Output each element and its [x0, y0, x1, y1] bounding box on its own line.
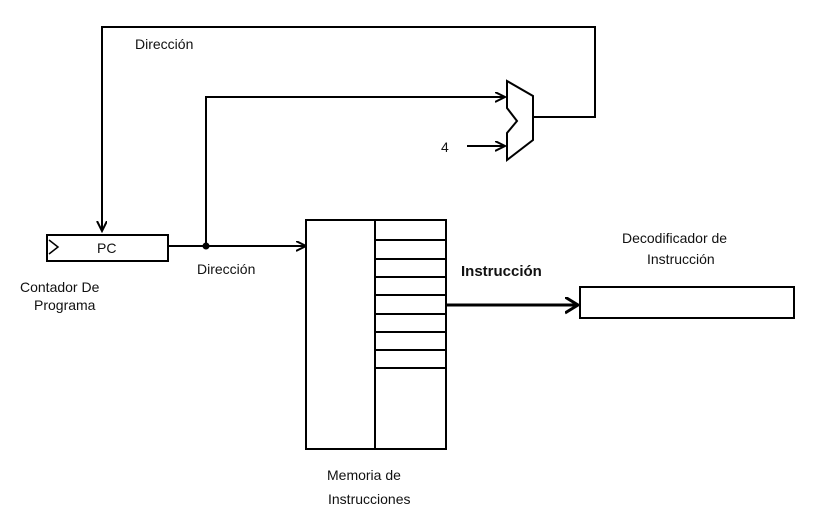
decoder-label-line1: Decodificador de	[622, 230, 727, 246]
memory-label-line1: Memoria de	[327, 467, 401, 483]
instruction-decoder	[579, 286, 795, 319]
constant-four-label: 4	[441, 139, 449, 155]
feedback-address-label: Dirección	[135, 36, 193, 52]
instruction-label: Instrucción	[461, 263, 542, 280]
pc-address-label: Dirección	[197, 261, 255, 277]
branch-to-adder-wire	[205, 97, 505, 246]
adder-shape	[506, 79, 534, 163]
junction-dot	[202, 242, 210, 250]
pc-register	[46, 234, 169, 262]
pc-caption-line1: Contador De	[20, 279, 100, 295]
pc-label: PC	[97, 240, 116, 256]
feedback-wire	[102, 26, 596, 231]
memory-label-line2: Instrucciones	[328, 491, 410, 507]
memory-slots	[375, 239, 446, 369]
clock-edge-icon	[48, 239, 60, 255]
decoder-label-line2: Instrucción	[647, 251, 715, 267]
pc-caption-line2: Programa	[34, 297, 96, 313]
